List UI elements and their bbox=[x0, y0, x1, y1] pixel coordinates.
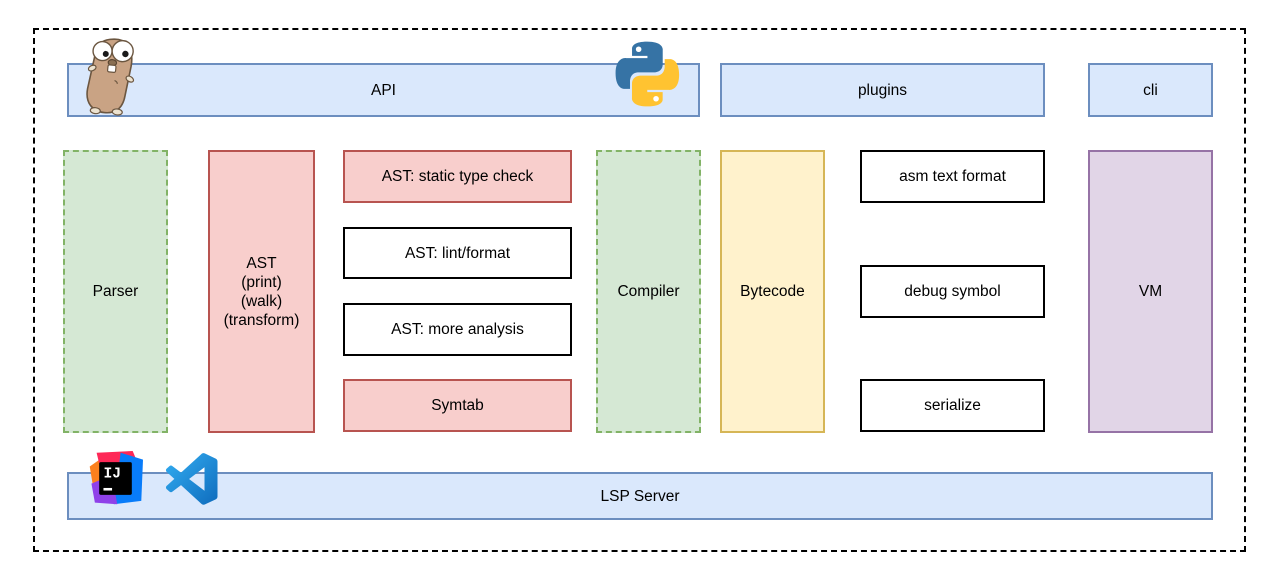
vscode-icon bbox=[164, 453, 219, 505]
plugins-label: plugins bbox=[857, 81, 908, 99]
api-label: API bbox=[371, 81, 396, 99]
intellij-idea-icon: IJ bbox=[88, 450, 143, 507]
symtab-box: Symtab bbox=[343, 379, 572, 432]
ast-stage-label: AST: static type check bbox=[381, 168, 534, 185]
bytecode-box: Bytecode bbox=[720, 150, 825, 433]
ast-label: AST (print) (walk) (transform) bbox=[223, 254, 300, 329]
python-icon bbox=[614, 41, 681, 107]
cli-label: cli bbox=[1143, 81, 1158, 99]
serialize-box: serialize bbox=[860, 379, 1045, 432]
lsp-server-box: LSP Server bbox=[67, 472, 1213, 520]
debug-symbol-label: debug symbol bbox=[904, 283, 1001, 300]
asm-text-format-label: asm text format bbox=[899, 168, 1006, 185]
ast-stage-static-type-check: AST: static type check bbox=[343, 150, 572, 203]
parser-box: Parser bbox=[63, 150, 168, 433]
svg-text:IJ: IJ bbox=[103, 467, 121, 483]
asm-text-format-box: asm text format bbox=[860, 150, 1045, 203]
ast-stage-lint-format: AST: lint/format bbox=[343, 227, 572, 279]
compiler-box: Compiler bbox=[596, 150, 701, 433]
api-box: API bbox=[67, 63, 700, 117]
debug-symbol-box: debug symbol bbox=[860, 265, 1045, 318]
lsp-server-label: LSP Server bbox=[600, 487, 680, 505]
vm-label: VM bbox=[1138, 283, 1163, 300]
serialize-label: serialize bbox=[924, 397, 981, 414]
ast-box: AST (print) (walk) (transform) bbox=[208, 150, 315, 433]
plugins-box: plugins bbox=[720, 63, 1045, 117]
ast-stage-more-analysis: AST: more analysis bbox=[343, 303, 572, 356]
cli-box: cli bbox=[1088, 63, 1213, 117]
ast-stage-label: AST: more analysis bbox=[391, 321, 524, 338]
ast-stage-label: AST: lint/format bbox=[404, 244, 511, 262]
bytecode-label: Bytecode bbox=[740, 283, 805, 300]
vm-box: VM bbox=[1088, 150, 1213, 433]
compiler-label: Compiler bbox=[617, 283, 680, 300]
outer-dashed-frame bbox=[33, 28, 1246, 552]
go-gopher-icon bbox=[78, 36, 142, 116]
symtab-label: Symtab bbox=[431, 397, 484, 414]
parser-label: Parser bbox=[92, 283, 139, 300]
